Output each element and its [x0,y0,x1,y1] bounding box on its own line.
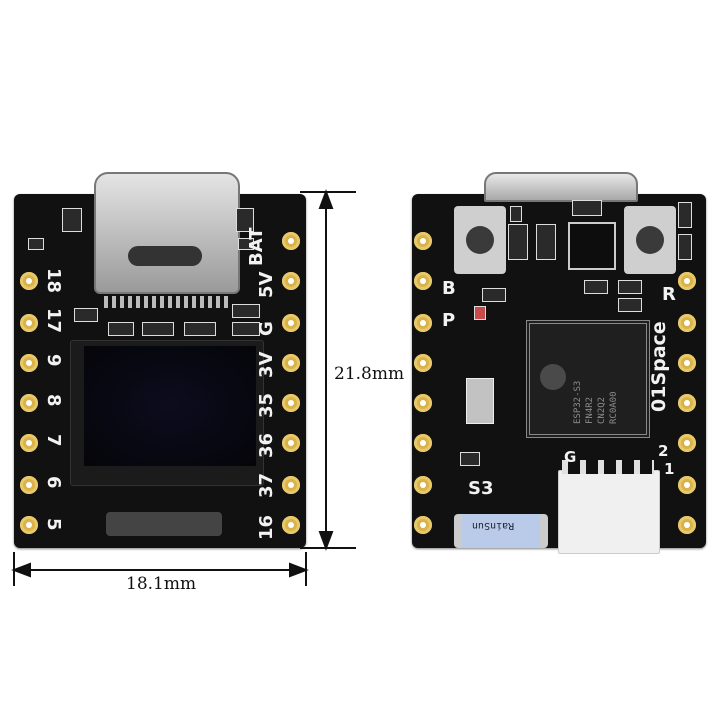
smd-component [618,280,642,294]
back-board: ESP32-S3 FN4R2 CN2Q2 RC0A00 RainSun B P … [412,172,706,554]
arrow-right-icon [289,562,309,578]
oled-flex-cable [106,512,222,536]
label-s3: S3 [468,478,494,499]
label-2: 2 [658,442,669,460]
smd-component [74,308,98,322]
pad [414,434,432,452]
smd-component [142,322,174,336]
pad [678,394,696,412]
smd-component [584,280,608,294]
pad [20,354,38,372]
label-1: 1 [664,460,675,478]
pad [282,354,300,372]
pad [678,434,696,452]
smd-component [232,322,260,336]
crystal [466,378,494,424]
jst-connector-pins [562,460,654,474]
width-dimension-label: 18.1mm [126,574,197,594]
boot-button-cap [466,226,494,254]
smd-component [536,224,556,260]
usb-c-connector [94,172,240,294]
oled-display-screen [84,346,256,466]
pad [282,476,300,494]
pad [678,354,696,372]
pad [414,394,432,412]
ceramic-antenna [454,514,548,548]
pad [20,314,38,332]
pad [414,232,432,250]
smd-component [28,238,44,250]
pad [282,434,300,452]
front-board: BAT 5V G 3V 35 36 37 16 18 17 9 8 7 6 5 [14,172,306,548]
pad [20,272,38,290]
reset-button-cap [636,226,664,254]
label-b: B [442,278,456,299]
label-p: P [442,310,456,331]
pad [678,476,696,494]
pad [20,394,38,412]
pad [20,476,38,494]
pad [282,314,300,332]
arrow-up-icon [318,189,334,209]
pad [282,394,300,412]
espressif-logo [540,364,566,390]
smd-component [678,202,692,228]
arrow-down-icon [318,531,334,551]
pad [414,314,432,332]
smd-component [184,322,216,336]
pad [678,314,696,332]
smd-component [618,298,642,312]
usb-c-opening [128,246,202,266]
pad [20,434,38,452]
smd-component [572,200,602,216]
pad [678,272,696,290]
label-r: R [662,284,676,305]
smd-component [508,224,528,260]
arrow-left-icon [11,562,31,578]
pad [282,272,300,290]
pad [414,354,432,372]
usb-pin-row [104,296,228,308]
smd-component [62,208,82,232]
pad [678,516,696,534]
height-dimension-label: 21.8mm [334,364,405,384]
voltage-regulator [568,222,616,270]
pad [414,476,432,494]
pad [414,272,432,290]
smd-component [236,208,254,232]
pad [282,516,300,534]
smd-component [108,322,134,336]
jst-connector[interactable] [558,470,660,554]
smd-component [678,234,692,260]
pad [282,232,300,250]
smd-component [482,288,506,302]
smd-component [238,238,254,250]
label-g: G [564,448,577,466]
smd-component [510,206,522,222]
smd-component [232,304,260,318]
pad [414,516,432,534]
usb-c-connector-back [484,172,638,202]
smd-component [460,452,480,466]
status-led [474,306,486,320]
esp32-s3-chip [526,320,650,438]
pad [20,516,38,534]
